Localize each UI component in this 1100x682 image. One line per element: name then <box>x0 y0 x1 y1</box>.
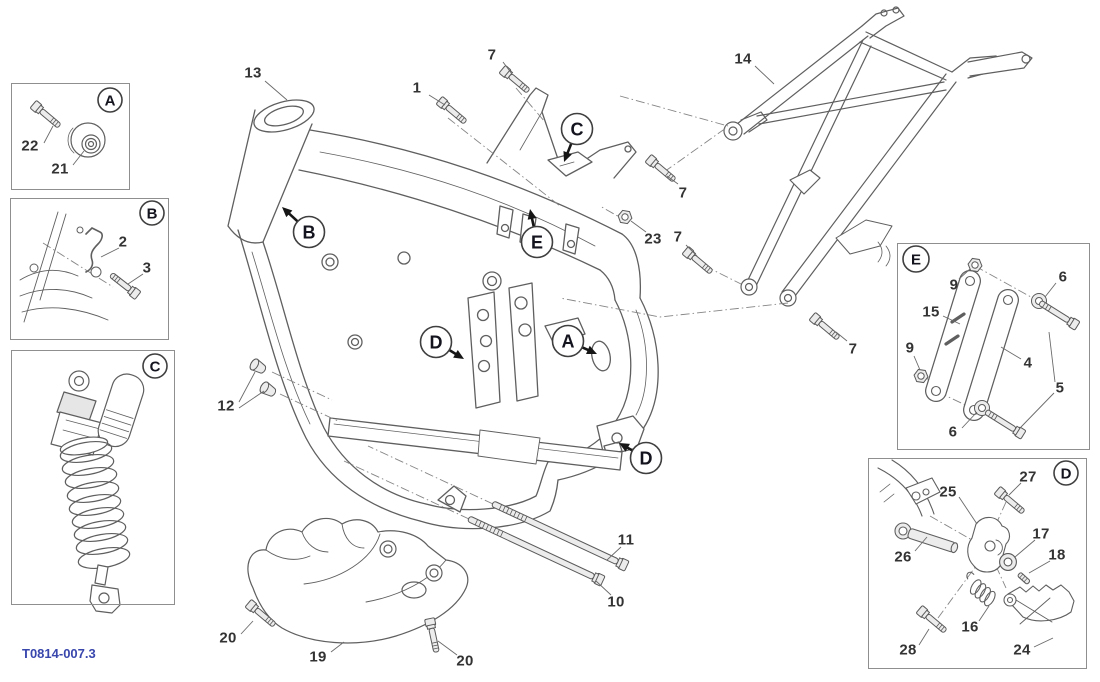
marker-D-arrowhead-icon <box>619 443 630 452</box>
marker-C-arrowhead-icon <box>563 151 572 162</box>
box-e-callout-6: 6 <box>948 423 958 441</box>
marker-D-arrow-line <box>625 445 634 452</box>
leader-line <box>666 175 679 185</box>
leader-line <box>754 65 775 85</box>
box-d-callout-16: 16 <box>961 618 979 636</box>
box-b-callout-2: 2 <box>118 233 128 251</box>
skidplate-art <box>247 517 469 644</box>
marker-letter-B-circle <box>292 215 326 249</box>
main-callout-14: 14 <box>734 50 752 68</box>
main-frame-art <box>227 87 659 530</box>
box-d-callout-26: 26 <box>894 548 912 566</box>
box-e-callout-9: 9 <box>949 276 959 294</box>
main-callout-10: 10 <box>607 593 625 611</box>
detail-box-d <box>868 458 1087 669</box>
marker-B-arrowhead-icon <box>282 207 293 218</box>
marker-letter-A: A <box>562 331 575 351</box>
main-callout-7: 7 <box>673 228 683 246</box>
detail-box-c <box>11 350 175 605</box>
leader-line <box>835 331 848 342</box>
leader-line <box>264 80 288 101</box>
detail-box-a <box>11 83 130 190</box>
marker-letter-E: E <box>531 232 543 252</box>
main-callout-7: 7 <box>848 340 858 358</box>
main-callout-20: 20 <box>219 629 237 647</box>
main-callout-23: 23 <box>644 230 662 248</box>
box-e-callout-15: 15 <box>922 303 940 321</box>
leader-line <box>606 546 622 561</box>
box-b-callout-3: 3 <box>142 259 152 277</box>
marker-D-arrowhead-icon <box>453 349 464 359</box>
leader-line <box>238 390 265 409</box>
marker-letter-D-circle <box>419 325 453 359</box>
fasteners-art <box>244 64 843 654</box>
marker-letter-A-circle <box>551 324 585 358</box>
box-d-callout-25: 25 <box>939 483 957 501</box>
marker-E-arrow-line <box>530 216 536 228</box>
marker-letter-C-circle <box>560 112 594 146</box>
marker-D-arrow-line <box>448 348 458 356</box>
marker-letter-C: C <box>571 119 584 139</box>
box-e-callout-5: 5 <box>1055 379 1065 397</box>
marker-letter-E-circle <box>520 225 554 259</box>
box-e-callout-4: 4 <box>1023 354 1033 372</box>
leader-line <box>502 61 513 75</box>
detail-box-e <box>897 243 1090 450</box>
box-d-callout-18: 18 <box>1048 546 1066 564</box>
marker-B-arrow-line <box>286 211 299 223</box>
main-callout-20: 20 <box>456 652 474 670</box>
main-callout-11: 11 <box>617 531 635 549</box>
leader-line <box>330 641 345 653</box>
box-e-callout-9: 9 <box>905 339 915 357</box>
box-d-callout-24: 24 <box>1013 641 1031 659</box>
box-d-callout-17: 17 <box>1032 525 1050 543</box>
leader-line <box>437 640 458 656</box>
marker-letter-D: D <box>430 332 443 352</box>
main-callout-19: 19 <box>309 648 327 666</box>
main-callout-7: 7 <box>678 184 688 202</box>
main-callout-13: 13 <box>244 64 262 82</box>
leader-line <box>685 244 698 257</box>
marker-letter-D-circle <box>629 441 663 475</box>
marker-A-arrowhead-icon <box>586 345 597 355</box>
document-code: T0814-007.3 <box>22 646 96 661</box>
box-d-callout-28: 28 <box>899 641 917 659</box>
box-d-callout-27: 27 <box>1019 468 1037 486</box>
leader-line <box>428 94 446 106</box>
box-a-callout-21: 21 <box>51 160 69 178</box>
leader-line <box>238 371 256 403</box>
marker-letter-B: B <box>303 222 316 242</box>
marker-E-arrowhead-icon <box>527 209 537 220</box>
leader-line <box>240 620 254 635</box>
detail-box-b <box>10 198 169 340</box>
marker-letter-D: D <box>640 448 653 468</box>
marker-C-arrow-line <box>565 142 573 156</box>
main-callout-7: 7 <box>487 46 497 64</box>
main-callout-12: 12 <box>217 397 235 415</box>
box-e-callout-6: 6 <box>1058 268 1068 286</box>
marker-A-arrow-line <box>581 346 591 352</box>
main-callout-1: 1 <box>412 79 422 97</box>
box-a-callout-22: 22 <box>21 137 39 155</box>
